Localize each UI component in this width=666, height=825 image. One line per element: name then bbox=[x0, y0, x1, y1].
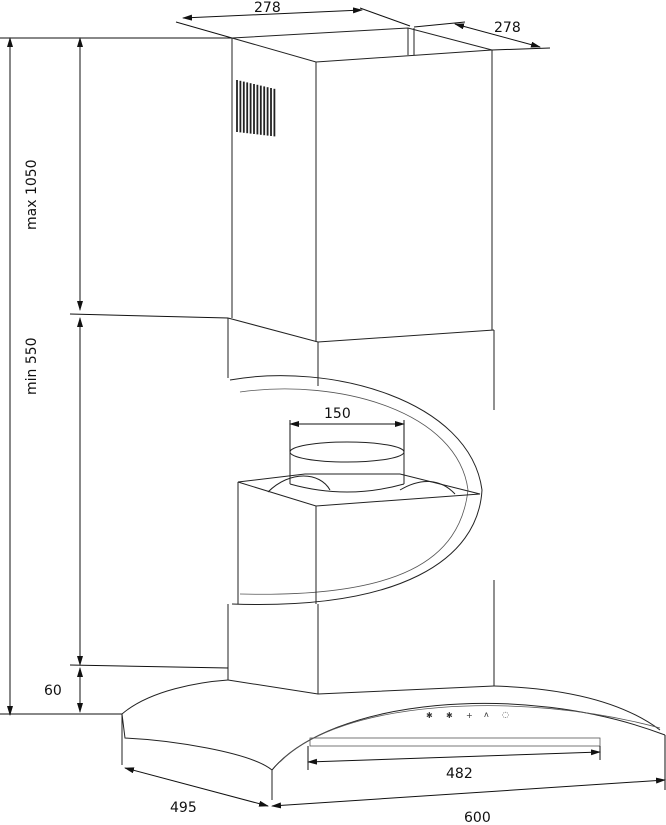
canopy-depth-label: 495 bbox=[170, 800, 197, 816]
dimension-lines bbox=[0, 7, 666, 809]
light-icon[interactable]: ʌ bbox=[484, 710, 489, 719]
upper-chimney bbox=[231, 27, 493, 342]
min-height-label: min 550 bbox=[24, 337, 40, 395]
plus-icon[interactable]: + bbox=[466, 711, 473, 720]
fan-icon[interactable]: ✱ bbox=[426, 711, 433, 720]
filter-width-label: 482 bbox=[446, 766, 473, 782]
motor-box bbox=[237, 473, 481, 604]
power-icon[interactable]: ◌ bbox=[502, 710, 509, 719]
fan-icon[interactable]: ✱ bbox=[446, 711, 453, 720]
chimney-width-label: 278 bbox=[254, 0, 281, 16]
canopy: ✱ ✱ + ʌ ◌ bbox=[121, 679, 666, 800]
vent-slots bbox=[236, 80, 276, 137]
control-panel: ✱ ✱ + ʌ ◌ bbox=[426, 710, 509, 720]
max-height-label: max 1050 bbox=[24, 159, 40, 230]
outlet-collar bbox=[289, 441, 405, 493]
canopy-width-label: 600 bbox=[464, 810, 491, 825]
chimney-depth-label: 278 bbox=[494, 20, 521, 36]
canopy-height-label: 60 bbox=[44, 683, 62, 699]
outlet-diameter-label: 150 bbox=[324, 406, 351, 422]
lower-chimney bbox=[227, 317, 495, 695]
